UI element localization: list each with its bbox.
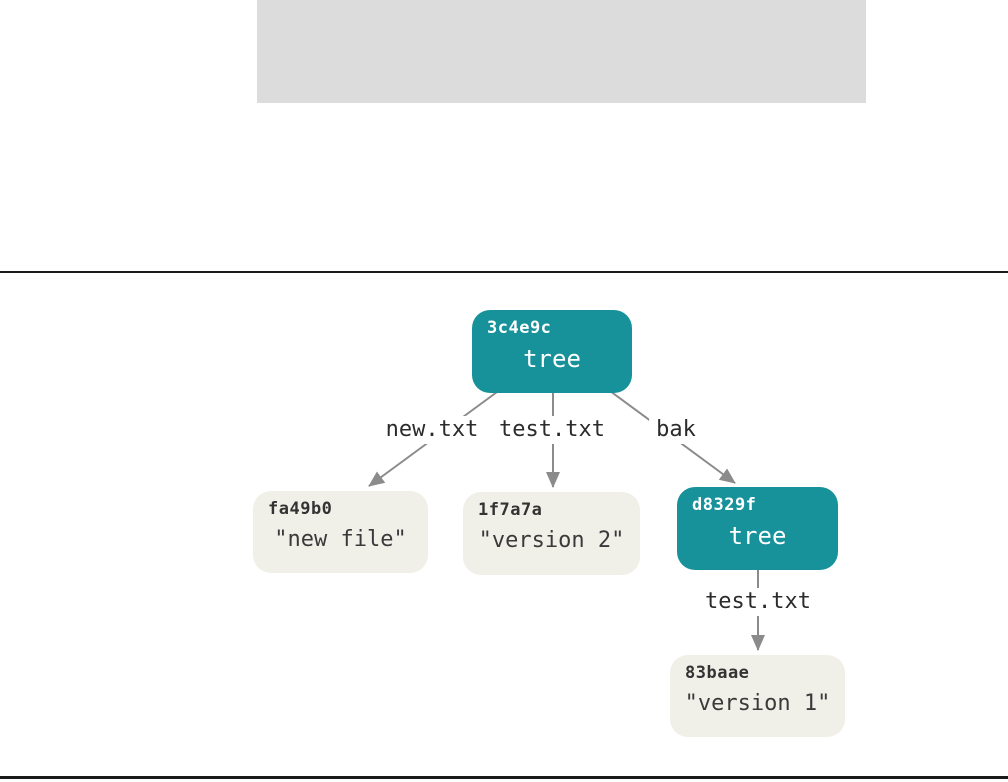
- edge-label-new-txt: new.txt: [378, 416, 486, 444]
- blob-node-version-2: 1f7a7a "version 2": [463, 492, 640, 575]
- blob-node-new-file: fa49b0 "new file": [253, 491, 428, 573]
- section-divider-bottom: [0, 776, 1008, 779]
- object-hash: 1f7a7a: [478, 500, 543, 520]
- object-label: "version 2": [478, 528, 625, 553]
- edge-label-test-txt-top: test.txt: [492, 416, 612, 444]
- object-hash: d8329f: [692, 495, 757, 515]
- edge-label-bak: bak: [649, 416, 703, 444]
- object-label: "new file": [274, 527, 407, 552]
- object-label: "version 1": [684, 691, 831, 716]
- object-label: tree: [523, 345, 581, 373]
- code-block: [257, 0, 866, 103]
- object-hash: fa49b0: [268, 499, 333, 519]
- section-divider-top: [0, 271, 1008, 273]
- blob-node-version-1: 83baae "version 1": [670, 655, 845, 737]
- object-hash: 3c4e9c: [487, 318, 552, 338]
- tree-node-root: 3c4e9c tree: [472, 310, 632, 393]
- edge-label-test-txt-bottom: test.txt: [698, 588, 818, 616]
- tree-node-subtree: d8329f tree: [677, 487, 838, 570]
- object-hash: 83baae: [685, 663, 750, 683]
- object-label: tree: [728, 522, 787, 550]
